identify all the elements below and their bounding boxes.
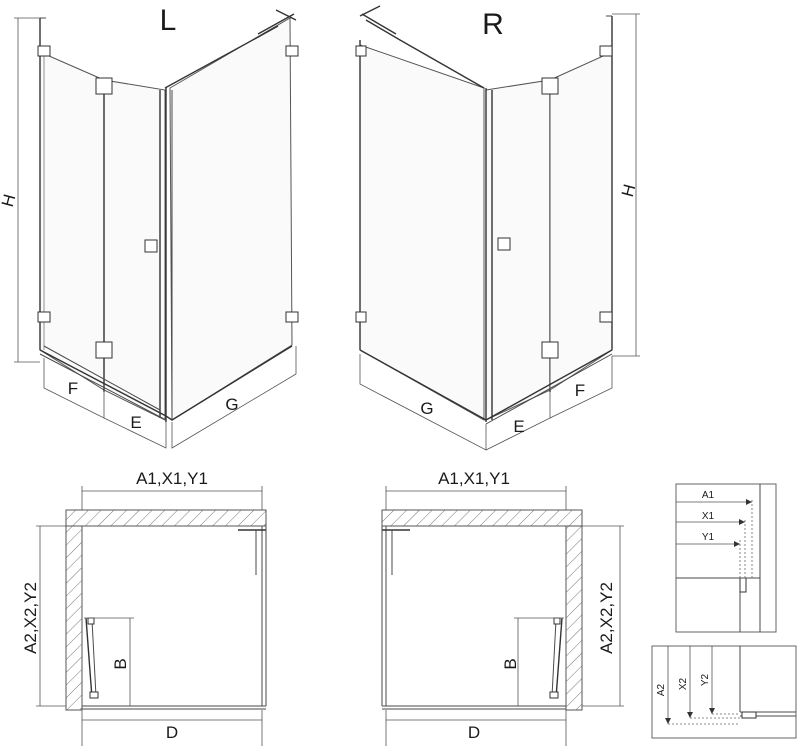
right-e-label: E (513, 417, 524, 436)
door-handle-icon (144, 239, 158, 253)
right-f-label: F (575, 381, 585, 400)
left-3d-view (14, 9, 299, 449)
hinge-icon (541, 341, 559, 359)
left-f-label: F (68, 379, 78, 398)
hinge-icon (599, 311, 613, 323)
detail-a2-label: A2 (656, 683, 667, 696)
left-plan-b-label: B (111, 658, 130, 669)
left-height-label: H (0, 192, 19, 209)
detail-y1-label: Y1 (702, 532, 715, 543)
right-view-title: R (482, 8, 504, 41)
right-g-label: G (420, 399, 433, 418)
wall-bracket-icon (285, 45, 299, 57)
detail-y2-label: Y2 (700, 673, 711, 686)
right-door-panel-f (549, 51, 613, 391)
detail-x1-label: X1 (702, 511, 715, 522)
right-plan-b-label: B (501, 658, 520, 669)
hinge-icon (95, 77, 113, 95)
hinge-icon (599, 45, 613, 57)
right-plan-depth-label: A2,X2,Y2 (597, 582, 616, 654)
right-door-panel-e (485, 79, 551, 421)
right-height-label: H (618, 182, 640, 199)
left-g-label: G (225, 395, 238, 414)
wall-bracket-icon (285, 311, 299, 323)
right-plan-width-label: A1,X1,Y1 (438, 469, 510, 488)
detail-side-box (651, 645, 797, 739)
left-e-label: E (130, 413, 141, 432)
hinge-icon (541, 77, 559, 95)
detail-a1-label: A1 (702, 490, 715, 501)
left-door-panel-f (39, 51, 105, 391)
left-plan-view (36, 486, 267, 746)
left-plan-width-label: A1,X1,Y1 (136, 469, 208, 488)
hinge-icon (37, 45, 51, 57)
hinge-icon (37, 311, 51, 323)
hinge-icon (95, 341, 113, 359)
left-plan-d-label: D (166, 723, 178, 742)
right-plan-d-label: D (468, 723, 480, 742)
left-plan-depth-label: A2,X2,Y2 (21, 582, 40, 654)
right-plan-view (381, 486, 624, 746)
wall-bracket-icon (355, 45, 367, 57)
left-view-title: L (160, 4, 177, 37)
right-side-panel-g (359, 44, 485, 421)
detail-x2-label: X2 (678, 677, 689, 690)
wall-bracket-icon (355, 311, 367, 323)
door-handle-icon (497, 237, 511, 251)
detail-top-box (675, 483, 777, 633)
left-side-panel-g (169, 17, 293, 421)
right-3d-view (355, 5, 640, 451)
